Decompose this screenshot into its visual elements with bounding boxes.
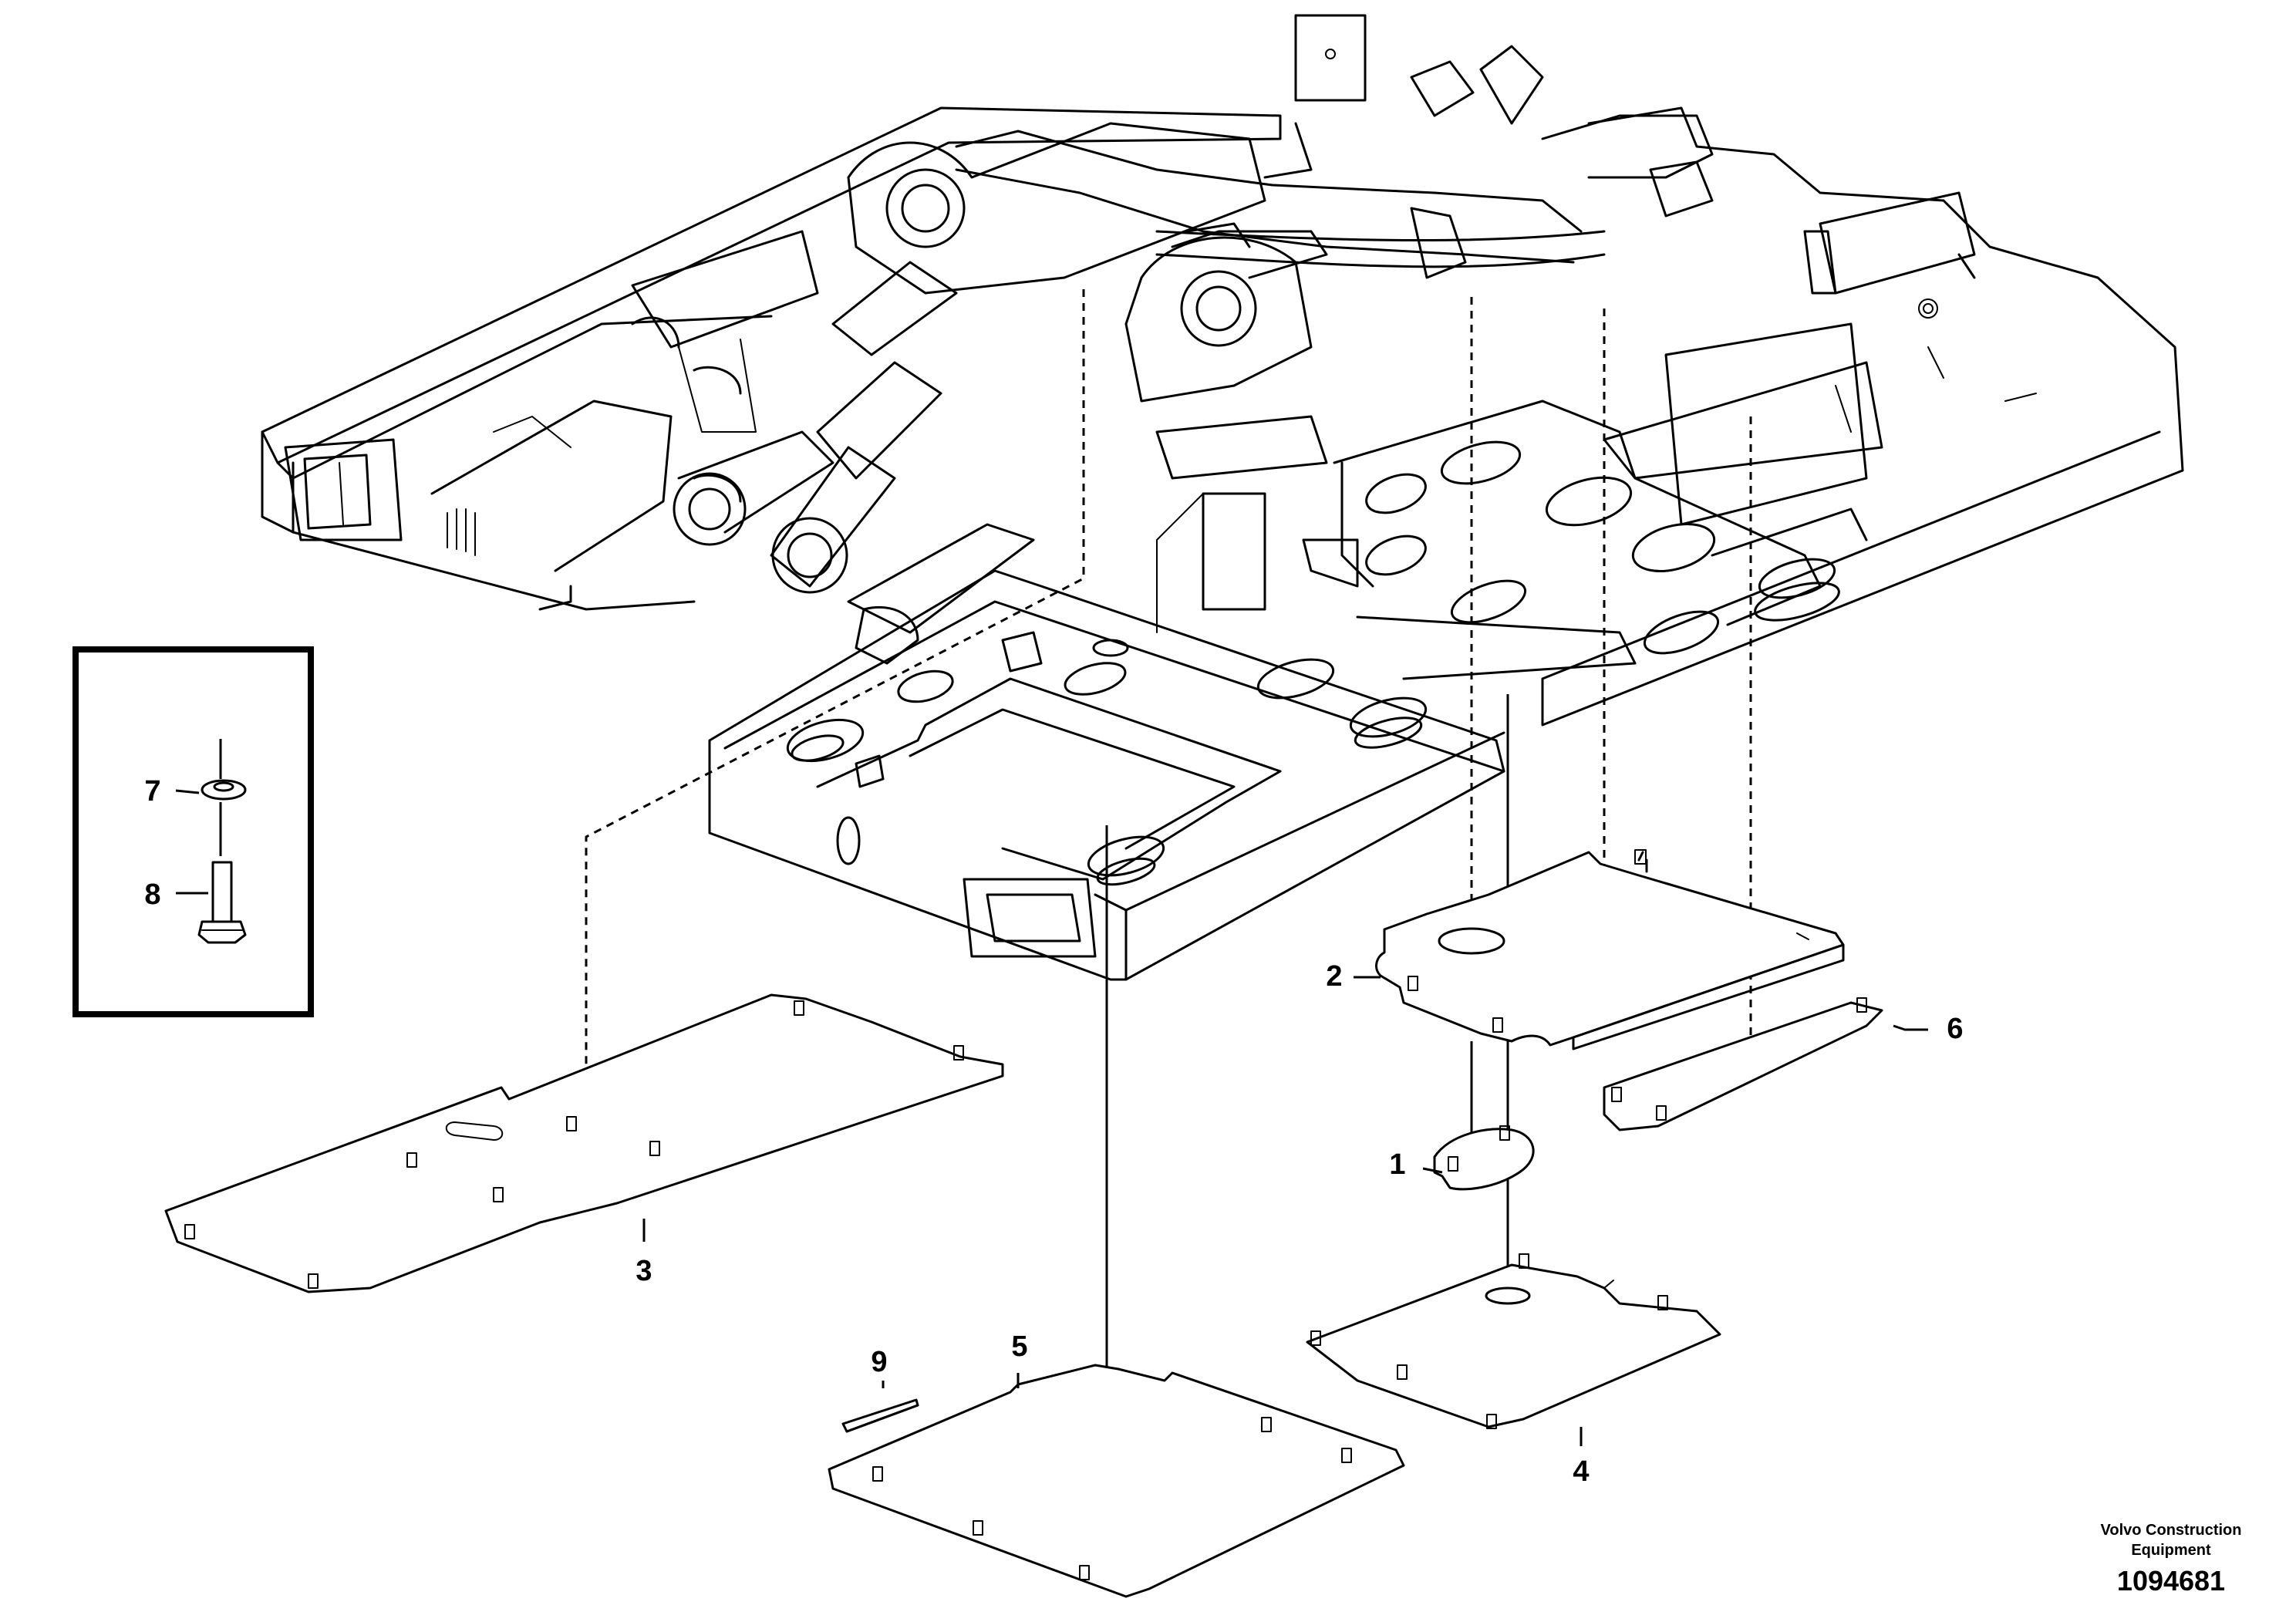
callout-2: 2	[1326, 960, 1342, 993]
bolt-icon	[211, 861, 233, 923]
lower-front-frame	[708, 538, 1505, 981]
part-2-cover-plate	[1375, 849, 1845, 1050]
callout-9: 9	[871, 1346, 887, 1378]
footer-block: Volvo Construction Equipment 1094681	[2101, 1522, 2242, 1597]
fastener-detail-box	[72, 646, 314, 1017]
part-4-bottom-plate	[1306, 1253, 1721, 1429]
callout-labels: 1 2 3 4 5 6 7 8 9	[144, 775, 1963, 1488]
drawing-number: 1094681	[2117, 1565, 2225, 1597]
callout-6: 6	[1947, 1013, 1963, 1045]
part-1-disc-plate	[1433, 1125, 1535, 1191]
brand-line-1: Volvo Construction	[2101, 1522, 2242, 1539]
callout-4: 4	[1573, 1455, 1589, 1488]
callout-7: 7	[144, 775, 160, 808]
part-9-strip	[841, 1398, 919, 1433]
callout-3: 3	[636, 1255, 652, 1287]
callout-1: 1	[1389, 1148, 1405, 1181]
callout-8: 8	[144, 878, 160, 911]
brand-line-2: Equipment	[2131, 1542, 2211, 1559]
callout-leaders	[642, 976, 1928, 1446]
callout-5: 5	[1011, 1330, 1027, 1363]
upper-frame	[261, 14, 2184, 727]
part-3-long-cover-plate	[164, 993, 1004, 1293]
part-6-side-plate	[1603, 997, 1883, 1131]
